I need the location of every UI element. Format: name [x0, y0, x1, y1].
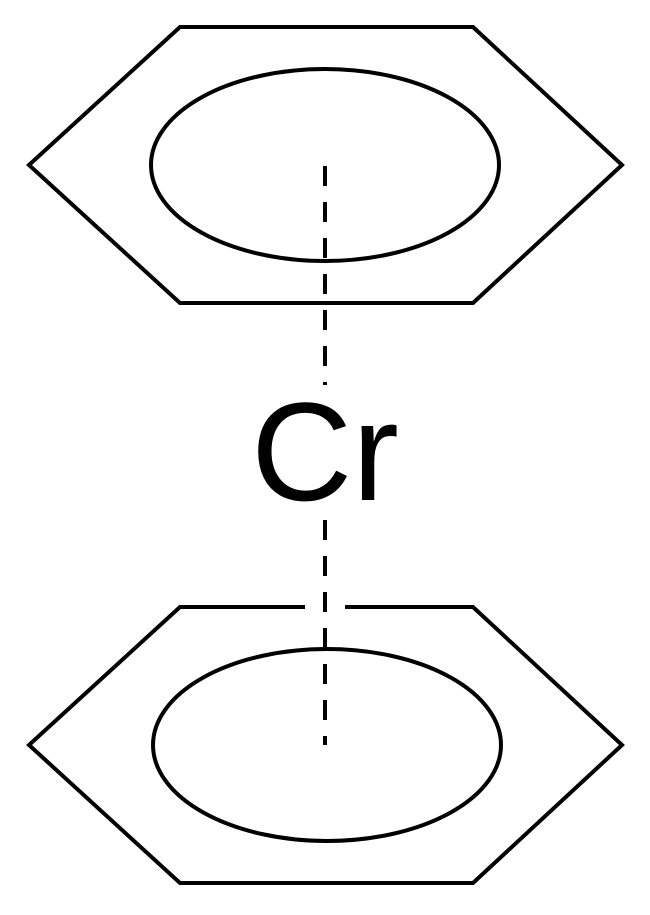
- top-ring-aromatic-circle: [149, 67, 501, 263]
- bottom-benzene-ring: [26, 605, 625, 885]
- top-ring-hexagon: [26, 25, 625, 305]
- bottom-ring-aromatic-circle: [151, 647, 503, 843]
- central-atom-label: Cr: [251, 373, 399, 530]
- top-benzene-ring: [26, 25, 625, 305]
- bottom-ring-hexagon: [26, 605, 625, 885]
